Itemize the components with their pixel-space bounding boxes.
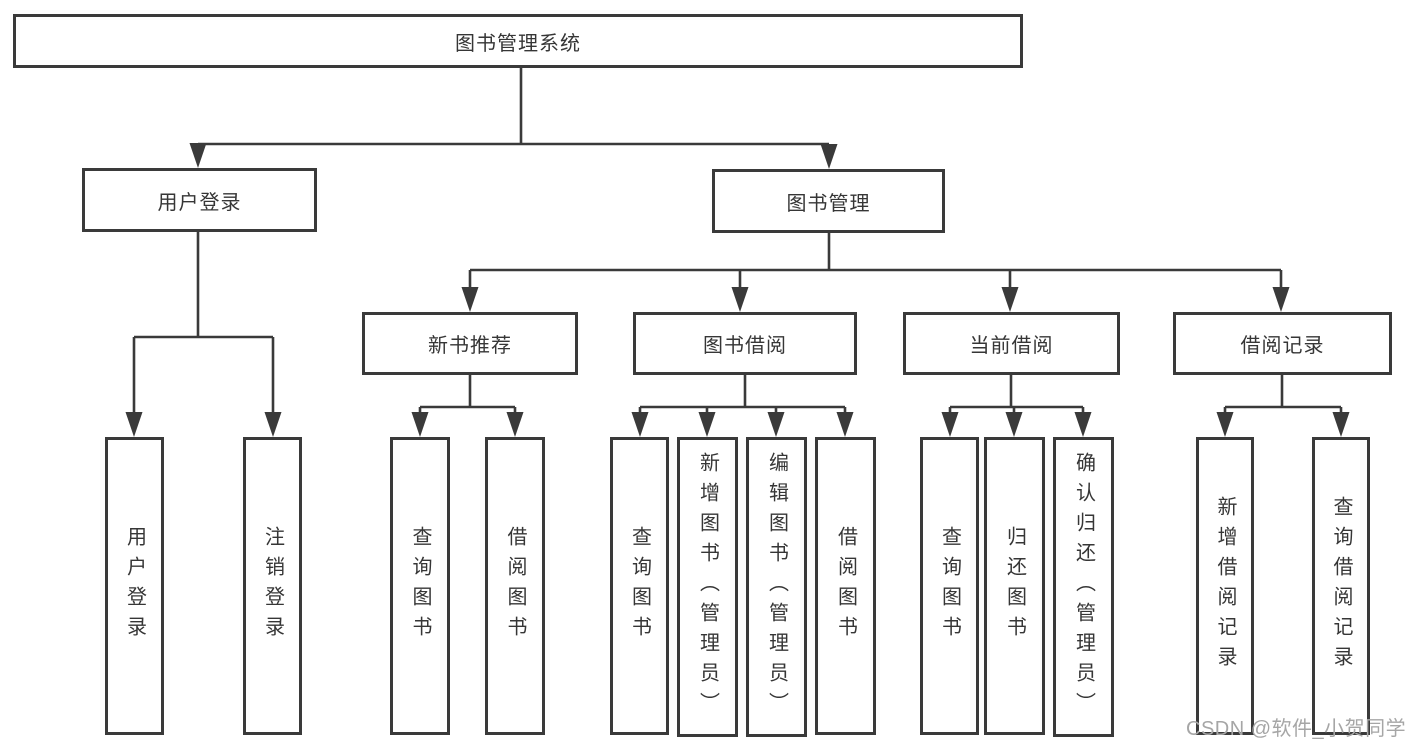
leaf-confirm-return-admin: 确认归还（管理员）	[1053, 437, 1114, 737]
node-borrowing-records: 借阅记录	[1173, 312, 1392, 375]
connector-new-book-to-leaves	[418, 375, 517, 430]
leaf-borrow-books: 借阅图书	[815, 437, 876, 735]
watermark: CSDN @软件_小贺同学	[1186, 718, 1405, 740]
leaf-edit-book-admin: 编辑图书（管理员）	[746, 437, 807, 737]
leaf-query-books: 查询图书	[390, 437, 450, 735]
node-current-borrowing: 当前借阅	[903, 312, 1120, 375]
leaf-query-books: 查询图书	[920, 437, 979, 735]
connector-root-to-level2	[196, 68, 831, 161]
connector-book-management-to-level3	[468, 233, 1283, 306]
node-book-management: 图书管理	[712, 169, 945, 233]
connector-user-login-to-leaves	[132, 232, 275, 430]
leaf-user-login: 用户登录	[105, 437, 164, 735]
leaf-logout: 注销登录	[243, 437, 302, 735]
leaf-add-borrow-record: 新增借阅记录	[1196, 437, 1254, 735]
node-new-book-recommendation: 新书推荐	[362, 312, 578, 375]
node-user-login: 用户登录	[82, 168, 317, 232]
leaf-query-books: 查询图书	[610, 437, 669, 735]
leaf-return-books: 归还图书	[984, 437, 1045, 735]
leaf-borrow-books: 借阅图书	[485, 437, 545, 735]
leaf-add-book-admin: 新增图书（管理员）	[677, 437, 738, 737]
node-library-management-system: 图书管理系统	[13, 14, 1023, 68]
leaf-query-borrow-record: 查询借阅记录	[1312, 437, 1370, 735]
connector-borrowing-records-to-leaves	[1223, 375, 1343, 430]
node-book-borrowing: 图书借阅	[633, 312, 857, 375]
connector-book-borrowing-to-leaves	[638, 375, 847, 430]
